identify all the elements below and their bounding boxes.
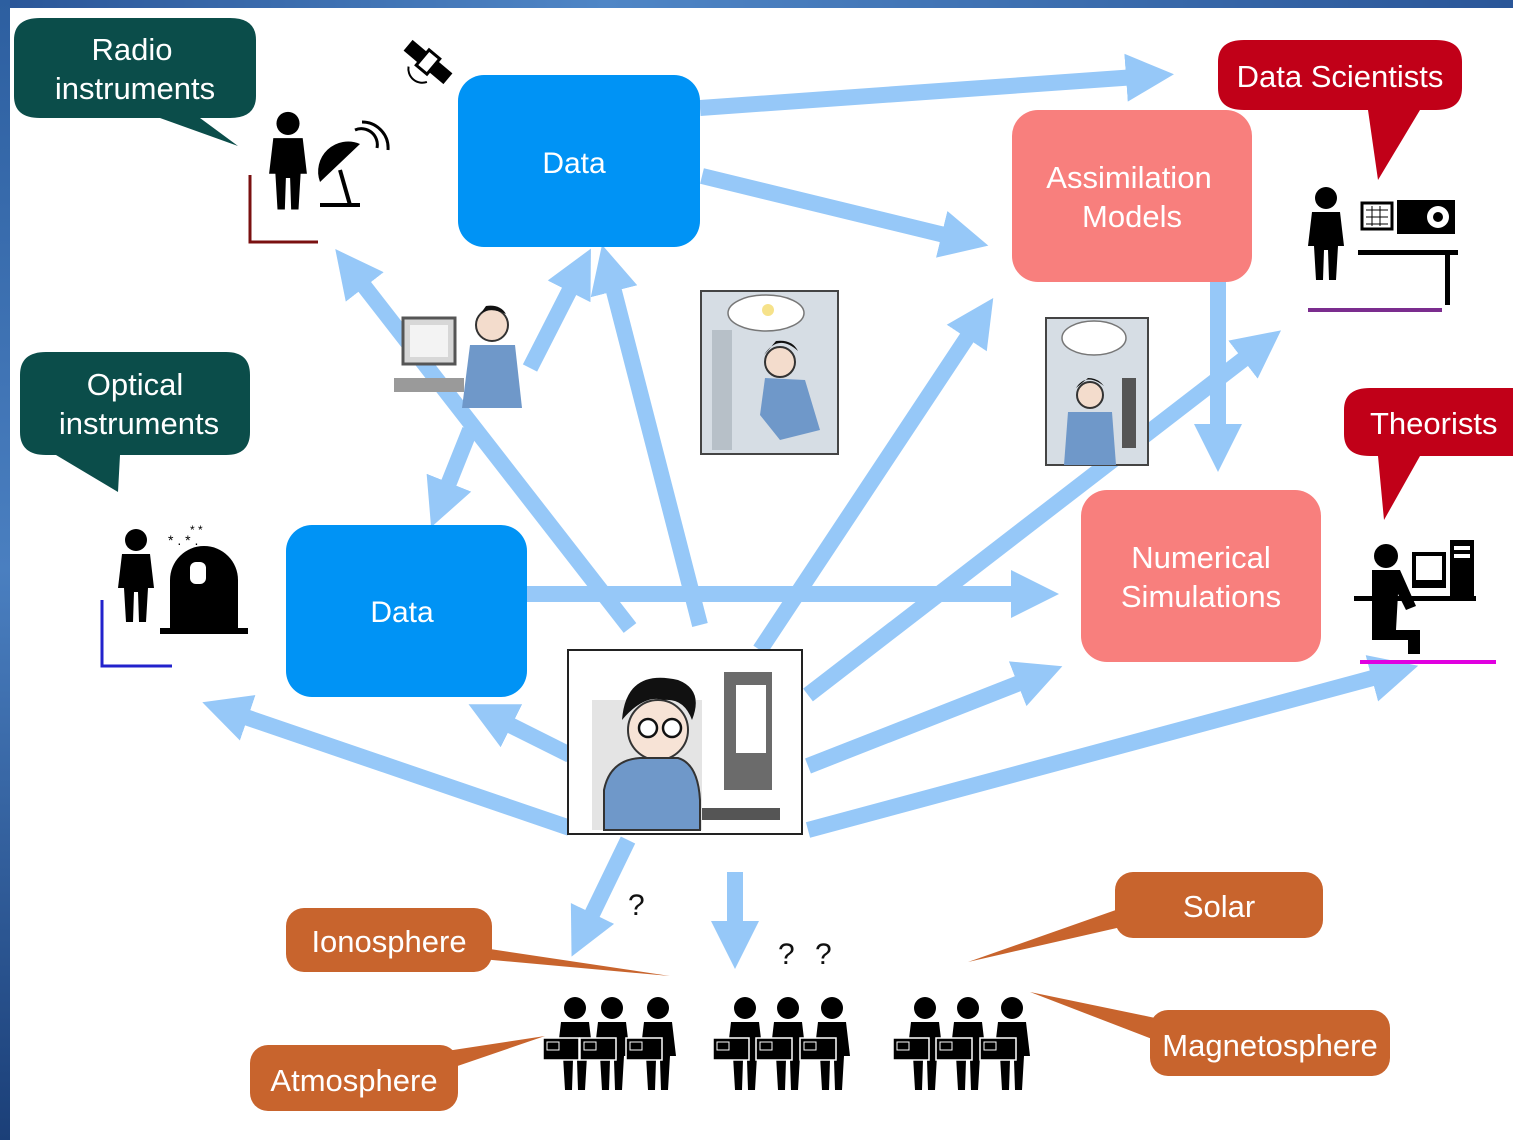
optical-bubble-line-1: Optical xyxy=(87,367,183,402)
data-box-mid: Data xyxy=(286,525,527,697)
data-box-mid-label: Data xyxy=(370,596,434,629)
svg-text:* . * .: * . * . xyxy=(168,532,198,548)
numerical-simulations-box: Numerical Simulations xyxy=(1081,490,1321,662)
optical-bubble-line-2: instruments xyxy=(59,406,219,441)
arrow-computer-to-data-mid xyxy=(426,427,478,528)
arrow-researcher-to-datascientists xyxy=(803,330,1282,702)
window-frame-left xyxy=(0,0,10,1140)
people-with-laptops-icon xyxy=(543,997,1030,1090)
arrow-researcher-to-assimilation xyxy=(753,297,994,655)
data-box-top: Data xyxy=(458,75,700,247)
solar-text: Solar xyxy=(1183,889,1255,924)
arrow-researcher-to-group-left xyxy=(570,836,636,957)
atmosphere-text: Atmosphere xyxy=(270,1063,437,1098)
assimilation-line-2: Models xyxy=(1082,199,1182,234)
arrow-researcher-to-numerical xyxy=(805,661,1063,774)
window-frame-top xyxy=(0,0,1513,8)
stressed-researcher-icon xyxy=(394,305,522,408)
radio-bubble-line-2: instruments xyxy=(55,71,215,106)
numerical-line-1: Numerical xyxy=(1131,540,1271,575)
person-with-observatory-icon: * . * . * * xyxy=(100,523,248,668)
arrow-researcher-to-data-top xyxy=(590,244,708,627)
magnetosphere-label: Magnetosphere xyxy=(1030,992,1390,1076)
ionosphere-label: Ionosphere xyxy=(286,908,670,976)
arrow-researcher-to-optical xyxy=(202,695,573,836)
magnetosphere-text: Magnetosphere xyxy=(1162,1028,1377,1063)
arrow-computer-to-data-top xyxy=(522,248,591,372)
assimilation-models-box: Assimilation Models xyxy=(1012,110,1252,282)
arrow-researcher-to-theorists xyxy=(805,655,1419,838)
worried-researcher-panel xyxy=(1045,317,1149,466)
arrow-data-to-datascientists xyxy=(699,53,1174,116)
radio-bubble-line-1: Radio xyxy=(92,32,173,67)
person-at-workstation-icon xyxy=(1308,187,1458,312)
svg-text:* *: * * xyxy=(190,523,203,537)
flow-arrows xyxy=(202,53,1419,969)
theorists-label: Theorists xyxy=(1370,406,1497,441)
seated-person-at-computer-icon xyxy=(1354,540,1496,664)
diagram-canvas: Data Data Assimilation Models Numerical … xyxy=(10,8,1513,1140)
optical-instruments-bubble: Optical instruments xyxy=(20,352,250,492)
solar-label: Solar xyxy=(968,872,1323,962)
data-scientists-label: Data Scientists xyxy=(1237,59,1444,94)
running-researcher-panel xyxy=(700,290,839,455)
arrow-data-to-assimilation xyxy=(700,168,989,258)
ionosphere-text: Ionosphere xyxy=(311,924,466,959)
numerical-line-2: Simulations xyxy=(1121,579,1281,614)
arrow-researcher-to-data-mid xyxy=(468,704,574,763)
radio-instruments-bubble: Radio instruments xyxy=(14,18,256,146)
theorists-bubble: Theorists xyxy=(1344,388,1513,520)
question-mark-mid-1: ? xyxy=(778,938,795,971)
atmosphere-label: Atmosphere xyxy=(250,1036,545,1111)
person-with-antenna-icon xyxy=(248,111,390,244)
arrow-researcher-to-radio xyxy=(335,249,637,633)
satellite-icon xyxy=(403,39,453,85)
question-mark-mid-2: ? xyxy=(815,938,832,971)
data-box-top-label: Data xyxy=(542,147,606,180)
data-scientists-bubble: Data Scientists xyxy=(1218,40,1462,180)
researcher-cartoon-icon xyxy=(567,649,803,835)
question-mark-left: ? xyxy=(628,889,645,922)
assimilation-line-1: Assimilation xyxy=(1046,160,1211,195)
